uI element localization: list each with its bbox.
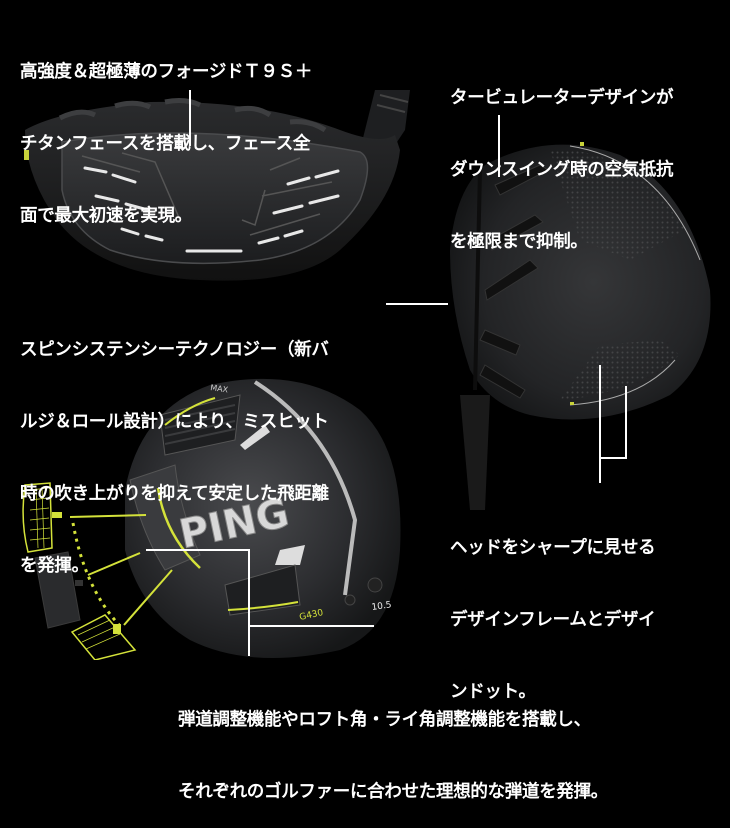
driver-face-image xyxy=(24,90,410,281)
loft-label: 10.5 xyxy=(371,600,392,613)
callout-spinsistency-line-3: 時の吹き上がりを抑えて安定した飛距離 xyxy=(20,484,329,504)
callout-turbulator: タービュレーターデザインが ダウンスイング時の空気抵抗 を極限まで抑制。 xyxy=(450,38,674,278)
callout-spinsistency-line-2: ルジ＆ロール設計）により、ミスヒット xyxy=(20,412,329,432)
callout-turbulator-line-3: を極限まで抑制。 xyxy=(450,232,588,252)
leader-line-spinsistency xyxy=(386,303,448,305)
callout-spinsistency-line-4: を発揮。 xyxy=(20,556,89,576)
callout-design-frame-line-3: ンドット。 xyxy=(450,682,536,702)
leader-line-design-frame-main xyxy=(599,365,601,483)
driver-crown-image xyxy=(450,142,711,510)
callout-design-frame-line-1: ヘッドをシャープに見せる xyxy=(450,538,656,558)
leader-line-design-frame-branch-v xyxy=(625,386,627,459)
leader-line-adjust-h1 xyxy=(146,549,250,551)
callout-adjustability: 弾道調整機能やロフト角・ライ角調整機能を搭載し、 それぞれのゴルファーに合わせた… xyxy=(178,660,608,828)
callout-face-line-3: 面で最大初速を実現。 xyxy=(20,206,192,226)
callout-turbulator-line-1: タービュレーターデザインが xyxy=(450,88,674,108)
callout-adjustability-line-1: 弾道調整機能やロフト角・ライ角調整機能を搭載し、 xyxy=(178,710,591,730)
callout-spinsistency: スピンシステンシーテクノロジー（新バ ルジ＆ロール設計）により、ミスヒット 時の… xyxy=(20,290,329,602)
callout-face-line-1: 高強度＆超極薄のフォージドＴ９Ｓ＋ xyxy=(20,62,313,82)
weight-back xyxy=(70,614,137,660)
weight-middle xyxy=(34,551,81,629)
callout-adjustability-line-2: それぞれのゴルファーに合わせた理想的な弾道を発揮。 xyxy=(178,782,608,802)
callout-face-line-2: チタンフェースを搭載し、フェース全 xyxy=(20,134,311,154)
callout-design-frame-line-2: デザインフレームとデザイ xyxy=(450,610,656,630)
leader-line-design-frame-branch-h xyxy=(599,457,627,459)
leader-line-adjust-v xyxy=(248,549,250,656)
leader-line-turbulator xyxy=(498,115,500,177)
callout-spinsistency-line-1: スピンシステンシーテクノロジー（新バ xyxy=(20,340,329,360)
max-label: MAX xyxy=(210,383,229,394)
g430-badge: G430 xyxy=(299,608,325,623)
leader-line-face xyxy=(189,90,191,146)
callout-face: 高強度＆超極薄のフォージドＴ９Ｓ＋ チタンフェースを搭載し、フェース全 面で最大… xyxy=(20,12,312,252)
leader-line-adjust-h2 xyxy=(248,625,374,627)
driver-sole-image: PING MAX G430 10.5 xyxy=(22,378,401,660)
weight-front xyxy=(22,482,53,553)
callout-design-frame: ヘッドをシャープに見せる デザインフレームとデザイ ンドット。 xyxy=(450,488,656,728)
callout-turbulator-line-2: ダウンスイング時の空気抵抗 xyxy=(450,160,674,180)
